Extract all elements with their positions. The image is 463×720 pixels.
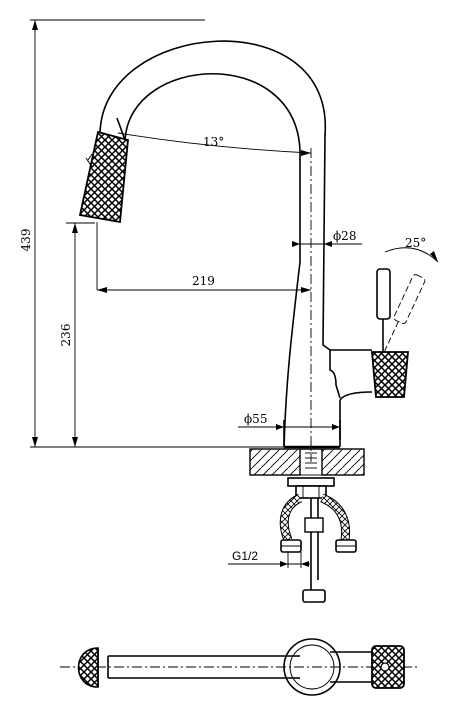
spout-reach-label: 219 bbox=[192, 274, 215, 288]
base-flange bbox=[283, 420, 341, 449]
spout-angle-dimension: 13° bbox=[117, 132, 312, 156]
body-diameter-label: ϕ28 bbox=[333, 229, 356, 243]
spout-height-label: 236 bbox=[59, 324, 73, 347]
total-height-label: 439 bbox=[19, 229, 33, 252]
mounting-nut bbox=[287, 477, 335, 499]
body-diameter-dimension: ϕ28 bbox=[292, 229, 362, 247]
handle-angle-label: 25° bbox=[405, 236, 426, 250]
countertop-section bbox=[249, 448, 365, 476]
base-diameter-label: ϕ55 bbox=[244, 412, 267, 426]
handle-lever bbox=[371, 268, 426, 398]
thread-dimension: G1/2 bbox=[228, 549, 310, 568]
spout-reach-dimension: 219 bbox=[97, 274, 311, 293]
handle-angle-dimension: 25° bbox=[384, 236, 439, 263]
total-height-dimension: 439 bbox=[19, 19, 205, 447]
spout-angle-label: 13° bbox=[203, 135, 224, 149]
supply-hoses bbox=[279, 493, 357, 603]
thread-label: G1/2 bbox=[232, 549, 258, 563]
gooseneck-spout bbox=[99, 40, 372, 448]
top-view bbox=[60, 638, 420, 696]
spray-head bbox=[78, 117, 129, 290]
spout-height-dimension: 236 bbox=[59, 222, 95, 447]
base-diameter-dimension: ϕ55 bbox=[238, 412, 340, 430]
